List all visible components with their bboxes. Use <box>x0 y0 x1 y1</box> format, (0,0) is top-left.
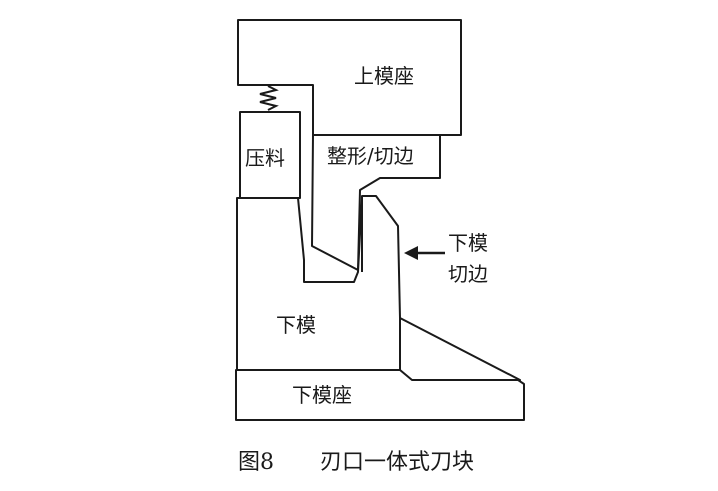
upper-die-seat-label: 上模座 <box>354 64 414 88</box>
pressing-plate <box>239 111 301 199</box>
lower-die-trimming-label-1: 下模 <box>448 231 488 255</box>
shaping-trimming-block <box>311 134 441 271</box>
figure-caption: 刃口一体式刀块 <box>320 450 475 475</box>
support-wedge <box>399 317 521 381</box>
shaping-trimming-label: 整形/切边 <box>327 144 414 168</box>
figure-number: 图8 <box>238 450 274 475</box>
lower-die-seat-label: 下模座 <box>292 383 352 407</box>
lower-die-seat <box>235 369 525 421</box>
spring-icon <box>259 85 279 111</box>
pressing-plate-label: 压料 <box>245 146 285 170</box>
lower-die-label: 下模 <box>276 313 316 337</box>
lower-die-trimming-label-2: 切边 <box>448 262 488 286</box>
arrow-left-icon <box>404 246 418 260</box>
